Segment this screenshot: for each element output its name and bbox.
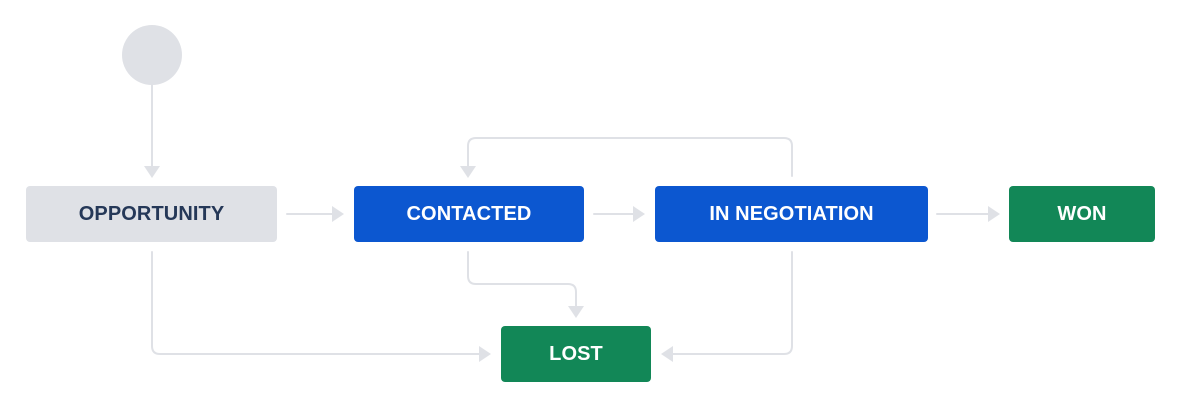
status-lost[interactable]: LOST (501, 326, 651, 382)
status-won-box (1009, 186, 1155, 242)
transition-in-negotiation-to-contacted[interactable] (460, 137, 793, 178)
status-contacted-label: CONTACTED (407, 203, 532, 225)
start-node[interactable] (122, 25, 182, 85)
transition-in-negotiation-to-lost[interactable] (661, 251, 793, 362)
status-contacted-box (354, 186, 584, 242)
transitions (144, 84, 1000, 362)
transition-contacted-to-in-negotiation[interactable] (593, 206, 645, 222)
status-in-negotiation-box (655, 186, 928, 242)
status-contacted[interactable]: CONTACTED (354, 186, 584, 242)
status-in-negotiation-label: IN NEGOTIATION (709, 203, 873, 225)
transition-contacted-to-lost[interactable] (467, 251, 584, 318)
transition-start-to-opportunity[interactable] (144, 84, 160, 178)
status-in-negotiation[interactable]: IN NEGOTIATION (655, 186, 928, 242)
status-lost-box (501, 326, 651, 382)
status-opportunity-box (26, 186, 277, 242)
status-opportunity[interactable]: OPPORTUNITY (26, 186, 277, 242)
status-lost-label: LOST (549, 343, 603, 365)
transition-opportunity-to-lost[interactable] (151, 251, 491, 362)
status-won[interactable]: WON (1009, 186, 1155, 242)
transition-opportunity-to-contacted[interactable] (286, 206, 344, 222)
status-opportunity-label: OPPORTUNITY (79, 203, 225, 225)
status-won-label: WON (1057, 203, 1106, 225)
transition-in-negotiation-to-won[interactable] (936, 206, 1000, 222)
